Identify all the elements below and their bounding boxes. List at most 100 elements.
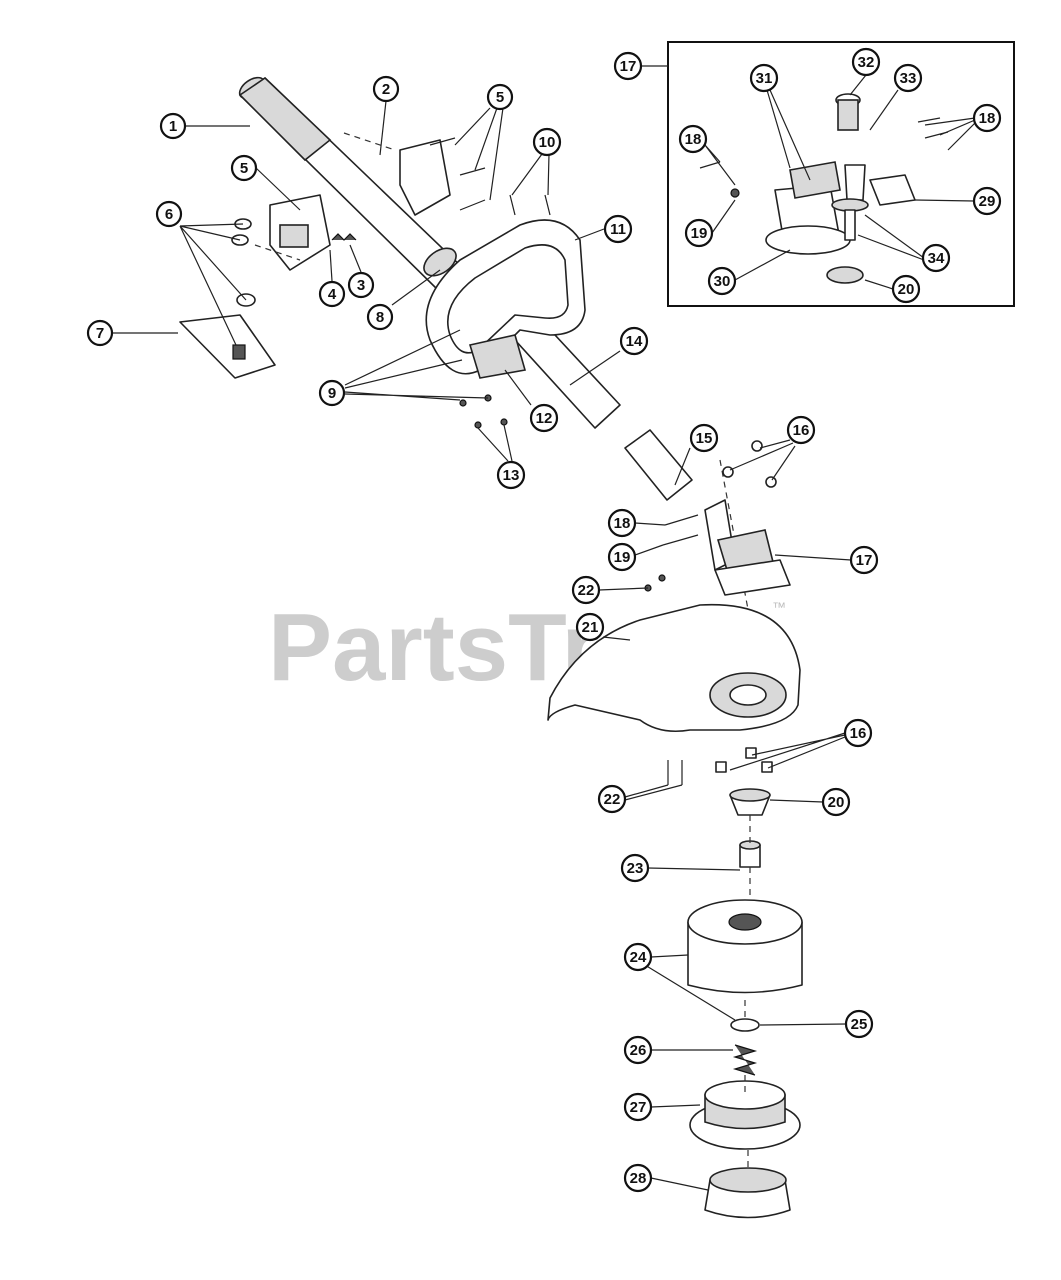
nut-13b <box>500 418 508 426</box>
guard-hole <box>729 684 767 706</box>
callout-4: 4 <box>318 280 346 308</box>
callout-31: 31 <box>749 63 779 93</box>
inset-flange <box>765 225 851 255</box>
svg-text:2: 2 <box>382 81 390 98</box>
svg-text:24: 24 <box>630 949 647 966</box>
svg-text:22: 22 <box>604 791 621 808</box>
upper-shaft-assembly <box>179 76 751 621</box>
stack-axis <box>744 815 751 1168</box>
callout-9: 9 <box>318 379 346 407</box>
svg-text:23: 23 <box>627 860 644 877</box>
callout-17b: 17 <box>613 51 643 81</box>
callout-18: 18 <box>607 508 637 538</box>
callout-3: 3 <box>347 271 375 299</box>
callout-22a: 22 <box>571 575 601 605</box>
gearhead-base <box>714 559 791 596</box>
screw-5b <box>459 167 486 176</box>
inset-retainer <box>869 174 916 206</box>
watermark-tm: ™ <box>772 599 786 615</box>
callout-2: 2 <box>372 75 400 103</box>
svg-text:32: 32 <box>858 54 875 71</box>
svg-text:11: 11 <box>610 221 626 238</box>
inset-spindle <box>844 164 866 201</box>
callout-14: 14 <box>619 326 649 356</box>
callout-12: 12 <box>529 403 559 433</box>
callout-5b: 5 <box>230 154 258 182</box>
callout-34: 34 <box>921 243 951 273</box>
washer-25 <box>730 1018 760 1032</box>
callout-20b: 20 <box>891 274 921 304</box>
callout-27: 27 <box>623 1092 653 1122</box>
debris-guard <box>547 574 801 785</box>
callout-6: 6 <box>155 200 183 228</box>
nut-16a <box>751 440 763 452</box>
head-spring <box>732 1044 758 1076</box>
svg-text:8: 8 <box>376 309 384 326</box>
callout-13: 13 <box>496 460 526 490</box>
svg-text:4: 4 <box>328 286 337 303</box>
svg-text:9: 9 <box>328 385 336 402</box>
leader-lines <box>112 65 976 1191</box>
nut-16d <box>715 761 727 773</box>
ignition-switch <box>232 344 246 360</box>
svg-text:19: 19 <box>691 225 708 242</box>
cup-washer-top <box>729 788 771 802</box>
inset-spindle-shaft <box>844 209 856 241</box>
bump-knob-top <box>709 1167 787 1193</box>
inset-screw-18a <box>699 161 721 169</box>
assembly-line-6 <box>254 244 301 261</box>
callout-11: 11 <box>603 214 633 244</box>
svg-text:20: 20 <box>898 281 915 298</box>
inset-frame <box>667 41 1015 307</box>
callout-21: 21 <box>575 612 605 642</box>
callout-28: 28 <box>623 1163 653 1193</box>
hub-bearing <box>728 913 762 931</box>
callout-19b: 19 <box>684 218 714 248</box>
inset-screw-18b <box>917 117 941 123</box>
svg-text:21: 21 <box>582 619 599 636</box>
callout-26: 26 <box>623 1035 653 1065</box>
callout-29: 29 <box>972 186 1002 216</box>
svg-text:14: 14 <box>626 333 643 350</box>
svg-text:28: 28 <box>630 1170 647 1187</box>
svg-text:17: 17 <box>620 58 637 75</box>
screw-10a <box>509 194 516 216</box>
callout-10: 10 <box>532 127 562 157</box>
callout-24: 24 <box>623 942 653 972</box>
handle-clamp <box>468 334 527 379</box>
callout-17a: 17 <box>849 545 879 575</box>
svg-text:27: 27 <box>630 1099 647 1116</box>
svg-text:22: 22 <box>578 582 595 599</box>
gearhead-assembly <box>662 440 791 596</box>
callout-25: 25 <box>844 1009 874 1039</box>
svg-text:19: 19 <box>614 549 631 566</box>
svg-text:29: 29 <box>979 193 996 210</box>
svg-text:6: 6 <box>165 206 173 223</box>
callout-20a: 20 <box>821 787 851 817</box>
trimmer-head-stack <box>687 788 803 1219</box>
svg-text:33: 33 <box>900 70 917 87</box>
nut-16e <box>745 747 757 759</box>
callout-30: 30 <box>707 266 737 296</box>
callout-32: 32 <box>851 47 881 77</box>
svg-text:1: 1 <box>169 118 177 135</box>
callout-16b: 16 <box>843 718 873 748</box>
callout-19: 19 <box>607 542 637 572</box>
callout-18c: 18 <box>678 124 708 154</box>
svg-text:5: 5 <box>496 89 504 106</box>
svg-text:18: 18 <box>979 110 996 127</box>
svg-text:16: 16 <box>793 422 810 439</box>
screw-22b <box>658 574 666 582</box>
inset-screw-19 <box>730 188 740 198</box>
inset-gearhead <box>699 93 949 284</box>
svg-text:20: 20 <box>828 794 845 811</box>
svg-text:12: 12 <box>536 410 553 427</box>
svg-text:17: 17 <box>856 552 873 569</box>
svg-text:5: 5 <box>240 160 248 177</box>
screw-5c <box>459 199 486 211</box>
inset-clamp <box>789 161 841 199</box>
assembly-line-2 <box>343 132 396 151</box>
spool-top <box>704 1080 786 1110</box>
